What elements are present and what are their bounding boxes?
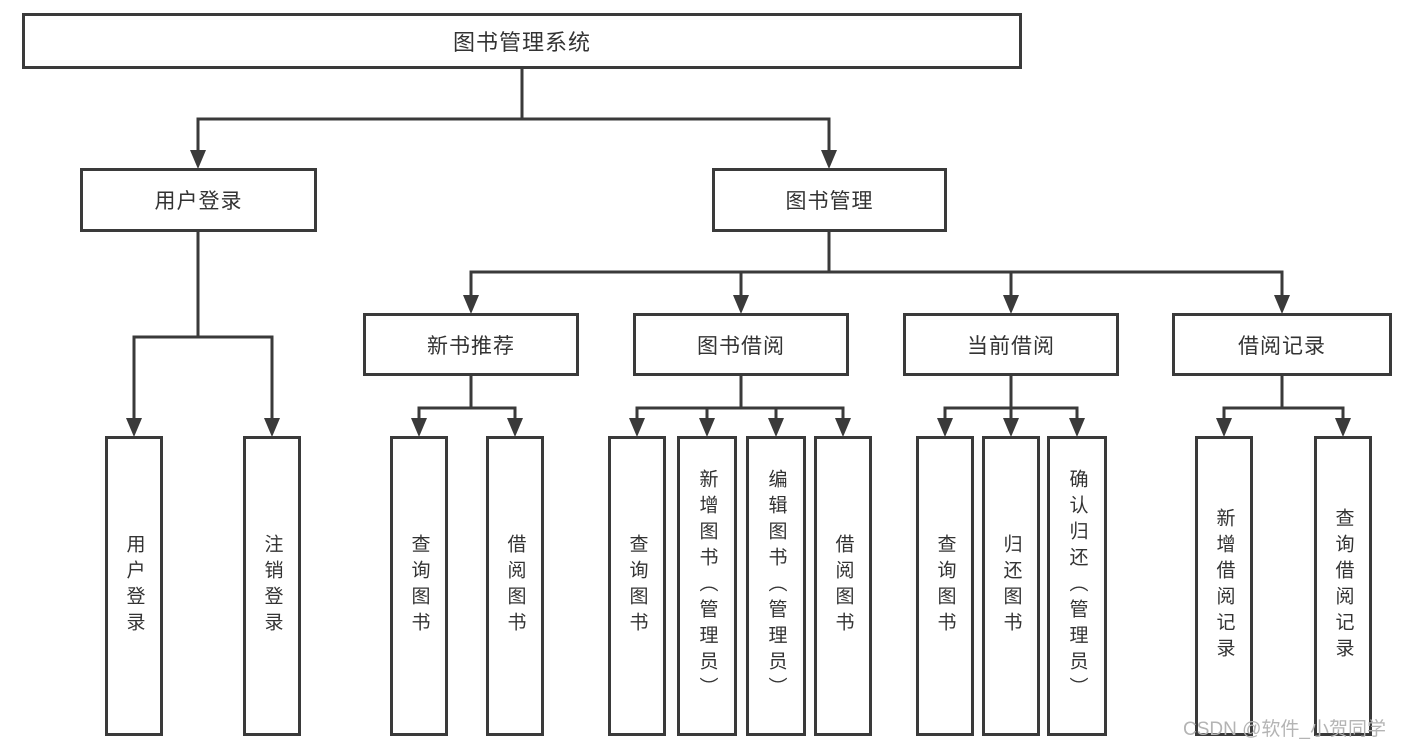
arrowhead (190, 150, 206, 169)
edge-new-book-split (417, 376, 517, 421)
node-label: 图书管理 (785, 190, 874, 213)
node-borrow-records: 借阅记录 (1172, 313, 1392, 376)
node-label: 查询借阅记录 (1332, 508, 1354, 664)
leaf-query-books-current: 查询图书 (916, 436, 974, 736)
arrowhead (1216, 418, 1232, 437)
node-label: 当前借阅 (967, 334, 1055, 358)
node-label: 图书借阅 (697, 334, 785, 358)
node-current-borrow: 当前借阅 (903, 313, 1119, 376)
arrowhead (126, 418, 142, 437)
leaf-user-login: 用户登录 (105, 436, 163, 736)
edge-user-login-split (132, 232, 274, 421)
arrowhead (821, 150, 837, 169)
leaf-logout: 注销登录 (243, 436, 301, 736)
leaf-query-books-borrow: 查询图书 (608, 436, 666, 736)
node-root-system: 图书管理系统 (22, 13, 1022, 69)
node-label: 借阅图书 (832, 534, 854, 638)
node-label: 新书推荐 (427, 334, 515, 358)
node-label: 新增图书（管理员） (696, 469, 718, 703)
leaf-borrow-books: 借阅图书 (814, 436, 872, 736)
leaf-edit-books-admin: 编辑图书（管理员） (746, 436, 806, 736)
node-label: 注销登录 (261, 534, 283, 638)
arrowhead (507, 418, 523, 437)
leaf-borrow-books-recommend: 借阅图书 (486, 436, 544, 736)
arrowhead (733, 295, 749, 314)
leaf-query-books-recommend: 查询图书 (390, 436, 448, 736)
arrowhead (1003, 418, 1019, 437)
edge-records-split (1222, 376, 1345, 421)
node-label: 确认归还（管理员） (1066, 469, 1088, 703)
arrowhead (629, 418, 645, 437)
arrowhead (411, 418, 427, 437)
node-label: 编辑图书（管理员） (765, 469, 787, 703)
node-user-login: 用户登录 (80, 168, 317, 232)
node-label: 用户登录 (154, 190, 243, 213)
node-label: 归还图书 (1000, 534, 1022, 638)
arrowhead (768, 418, 784, 437)
arrowhead (1274, 295, 1290, 314)
edge-borrow-split (635, 376, 845, 421)
leaf-query-borrow-record: 查询借阅记录 (1314, 436, 1372, 736)
node-book-management: 图书管理 (712, 168, 947, 232)
leaf-add-borrow-record: 新增借阅记录 (1195, 436, 1253, 736)
node-label: 新增借阅记录 (1213, 508, 1235, 664)
csdn-watermark: CSDN @软件_小贺同学 (1183, 719, 1386, 740)
arrowhead (1335, 418, 1351, 437)
arrowhead (264, 418, 280, 437)
leaf-add-books-admin: 新增图书（管理员） (677, 436, 737, 736)
arrowhead (699, 418, 715, 437)
edge-book-mgmt-split (469, 232, 1284, 298)
arrowhead (835, 418, 851, 437)
arrowhead (1003, 295, 1019, 314)
node-book-borrow: 图书借阅 (633, 313, 849, 376)
arrowhead (1069, 418, 1085, 437)
node-new-book-recommend: 新书推荐 (363, 313, 579, 376)
leaf-return-books: 归还图书 (982, 436, 1040, 736)
node-label: 查询图书 (626, 534, 648, 638)
node-label: 借阅图书 (504, 534, 526, 638)
arrowheads (126, 150, 1351, 437)
arrowhead (937, 418, 953, 437)
node-label: 查询图书 (408, 534, 430, 638)
edge-current-split (943, 376, 1079, 421)
node-label: 借阅记录 (1238, 334, 1326, 358)
edge-root-split (196, 68, 831, 152)
node-label: 图书管理系统 (452, 30, 591, 55)
node-label: 查询图书 (934, 534, 956, 638)
node-label: 用户登录 (123, 534, 145, 638)
arrowhead (463, 295, 479, 314)
leaf-confirm-return-admin: 确认归还（管理员） (1047, 436, 1107, 736)
